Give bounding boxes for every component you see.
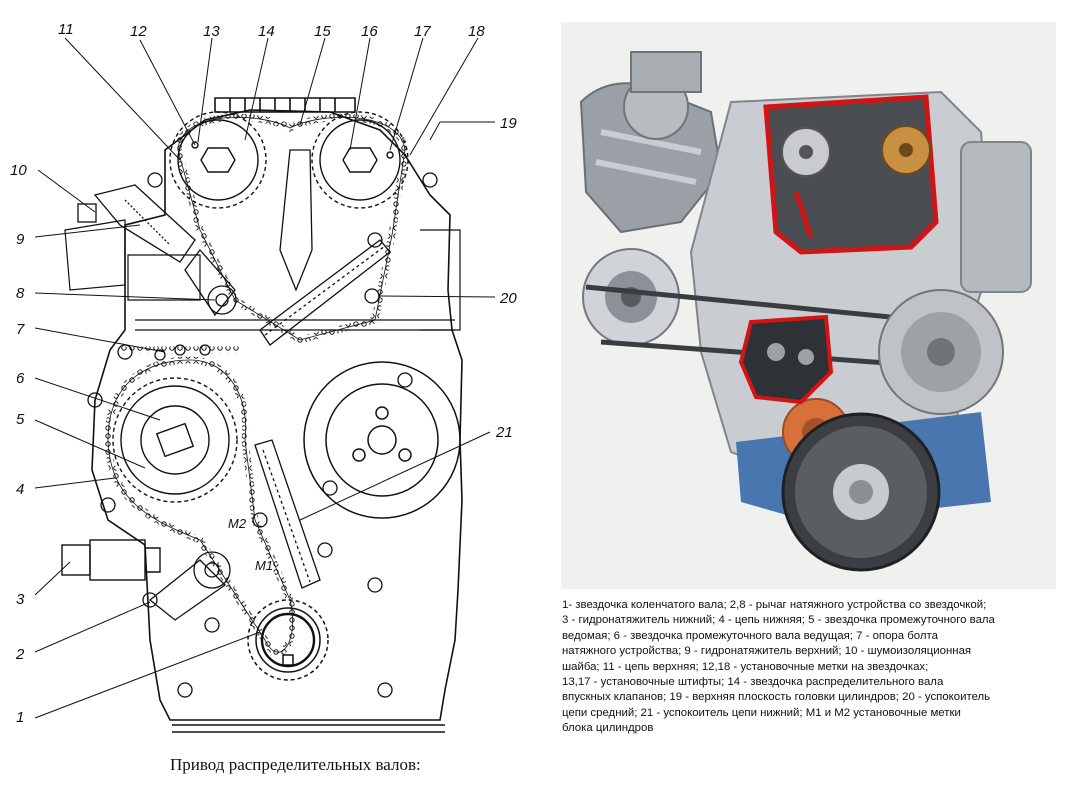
callout-2: 2: [15, 646, 25, 663]
callout-3: 3: [16, 591, 25, 608]
timing-drive-drawing: 11 12 13 14 15 16 17 18 19 10 9 8 20 7 6…: [10, 21, 517, 733]
legend-line: блока цилиндров: [562, 722, 654, 735]
callout-11: 11: [58, 21, 74, 38]
legend-line: 3 - гидронатяжитель нижний; 4 - цепь ниж…: [562, 614, 995, 627]
legend-line: 1- звездочка коленчатого вала; 2,8 - рыч…: [562, 599, 987, 611]
callout-20: 20: [499, 290, 517, 307]
callout-14: 14: [258, 23, 275, 40]
callout-4: 4: [16, 481, 24, 498]
callout-16: 16: [361, 23, 378, 40]
intermediate-shaft-sprocket: [112, 377, 238, 503]
lower-chain-damper: [254, 439, 321, 589]
engine-photo: [561, 22, 1056, 589]
crankshaft-sprocket: [247, 599, 329, 681]
water-pump-pulley: [303, 361, 461, 519]
legend-line: натяжного устройства; 9 - гидронатяжител…: [562, 645, 972, 658]
callout-7: 7: [16, 321, 25, 338]
tensioner-lever-upper: [184, 248, 237, 317]
legend-line: 13,17 - установочные штифты; 14 - звездо…: [562, 676, 944, 689]
callout-17: 17: [414, 23, 431, 40]
callout-21: 21: [495, 424, 513, 441]
callout-15: 15: [314, 23, 331, 40]
camshaft-sprocket-intake: [169, 111, 267, 209]
callout-9: 9: [16, 231, 25, 248]
callout-1: 1: [16, 709, 24, 726]
middle-chain-guide: [259, 149, 391, 346]
lower-tensioner: [61, 539, 161, 581]
engine-outline: [64, 97, 463, 733]
callout-labels: 11 12 13 14 15 16 17 18 19 10 9 8 20 7 6…: [10, 21, 517, 726]
bolts: [87, 172, 438, 698]
legend-line: впускных клапанов; 19 - верхняя плоскост…: [562, 691, 991, 704]
mark-m1: M1: [255, 558, 273, 573]
mark-m2: M2: [228, 516, 247, 531]
callout-13: 13: [203, 23, 220, 40]
drawing-caption: Привод распределительных валов:: [170, 755, 421, 774]
legend-line: цепи средний; 21 - успокоитель цепи нижн…: [562, 706, 961, 719]
upper-tensioner: [77, 184, 196, 263]
tensioner-lever-lower: [142, 551, 231, 621]
lower-chain: [104, 346, 297, 656]
legend-line: шайба; 11 - цепь верхняя; 12,18 - устано…: [562, 660, 929, 673]
callout-6: 6: [16, 370, 25, 387]
callout-10: 10: [10, 162, 27, 179]
callout-8: 8: [16, 285, 25, 302]
leader-lines: [34, 37, 496, 719]
legend: 1- звездочка коленчатого вала; 2,8 - рыч…: [562, 598, 1072, 737]
callout-5: 5: [16, 411, 25, 428]
highlight-lower-timing: [738, 314, 834, 405]
camshaft-sprocket-exhaust: [311, 111, 409, 209]
callout-19: 19: [500, 115, 517, 132]
callout-12: 12: [130, 23, 147, 40]
highlight-upper-timing: [763, 94, 939, 255]
legend-line: ведомая; 6 - звездочка промежуточного ва…: [562, 629, 938, 642]
callout-18: 18: [468, 23, 485, 40]
